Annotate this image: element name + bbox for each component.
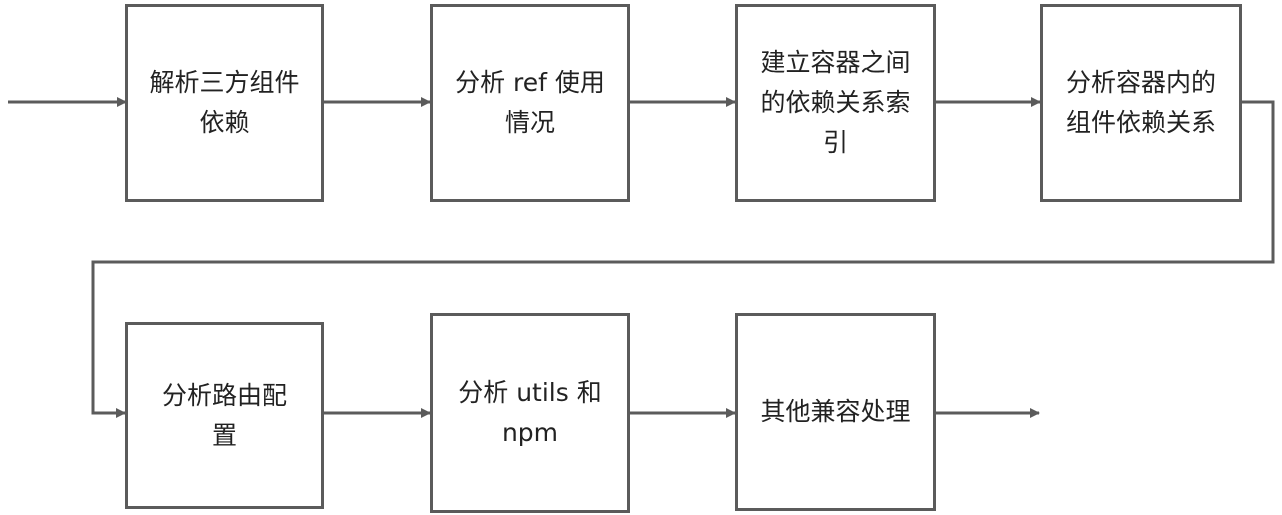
step-label: 分析容器内的 组件依赖关系 [1065,68,1216,137]
step-label: 分析 ref 使用 情况 [455,68,605,137]
step-label: 其他兼容处理 [760,397,911,426]
step-analyze-route-config: 分析路由配 置 [125,322,324,509]
step-analyze-ref-usage: 分析 ref 使用 情况 [430,4,630,202]
step-label: 解析三方组件 依赖 [149,68,300,137]
step-label: 分析 utils 和 npm [458,378,602,447]
step-label: 分析路由配 置 [161,380,287,450]
step-build-container-dependency-index: 建立容器之间 的依赖关系索 引 [735,4,936,202]
step-label: 建立容器之间 的依赖关系索 引 [760,48,911,157]
arrow-step4-to-step5 [91,100,1275,418]
step-analyze-utils-and-npm: 分析 utils 和 npm [430,313,630,513]
step-parse-third-party-deps: 解析三方组件 依赖 [125,4,324,202]
step-analyze-component-deps-in-container: 分析容器内的 组件依赖关系 [1040,4,1242,202]
step-other-compatibility-handling: 其他兼容处理 [735,313,936,511]
